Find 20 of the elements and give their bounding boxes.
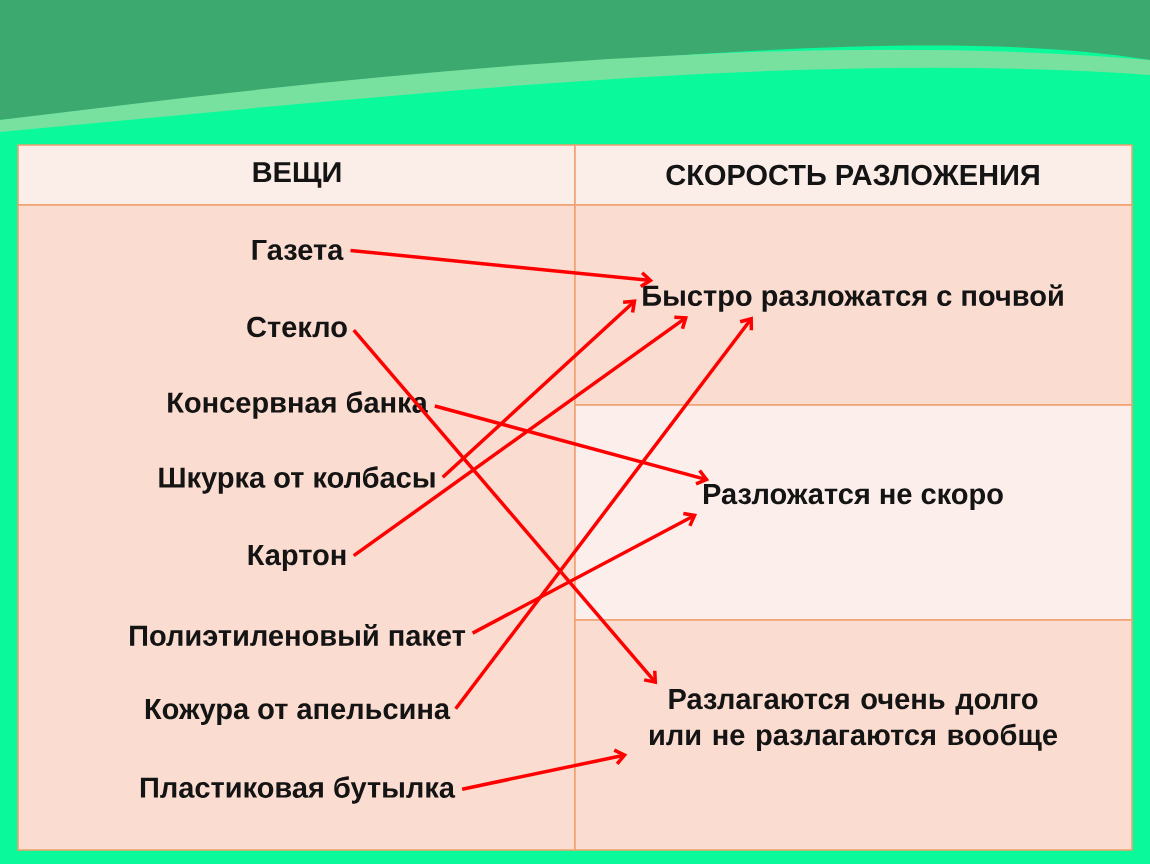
item-label: Стекло [247,316,347,338]
item-label: Кожура от апельсина [145,699,451,725]
item-label: Разлагаются очень долго или не разлагаются вообще [650,689,1058,751]
arrow [454,316,754,710]
arrow [461,748,628,791]
item-label: Пластиковая бутылка [140,776,456,804]
item-label: Шкурка от колбасы [159,466,435,494]
column-header: ВЕЩИ [253,162,341,188]
arrow [434,404,710,486]
column-header: СКОРОСТЬ РАЗЛОЖЕНИЯ [666,164,1039,186]
item-label: Разложатся не скоро [704,484,1003,510]
arrow [352,328,658,685]
item-label: Картон [248,545,346,571]
arrow [350,248,654,289]
arrow [441,299,637,479]
item-label: Газета [252,239,344,261]
arrow [471,511,698,635]
arrow [352,315,688,558]
item-label: Полиэтиленовый пакет [130,624,466,646]
item-label: Быстро разложатся с почвой [643,284,1063,312]
